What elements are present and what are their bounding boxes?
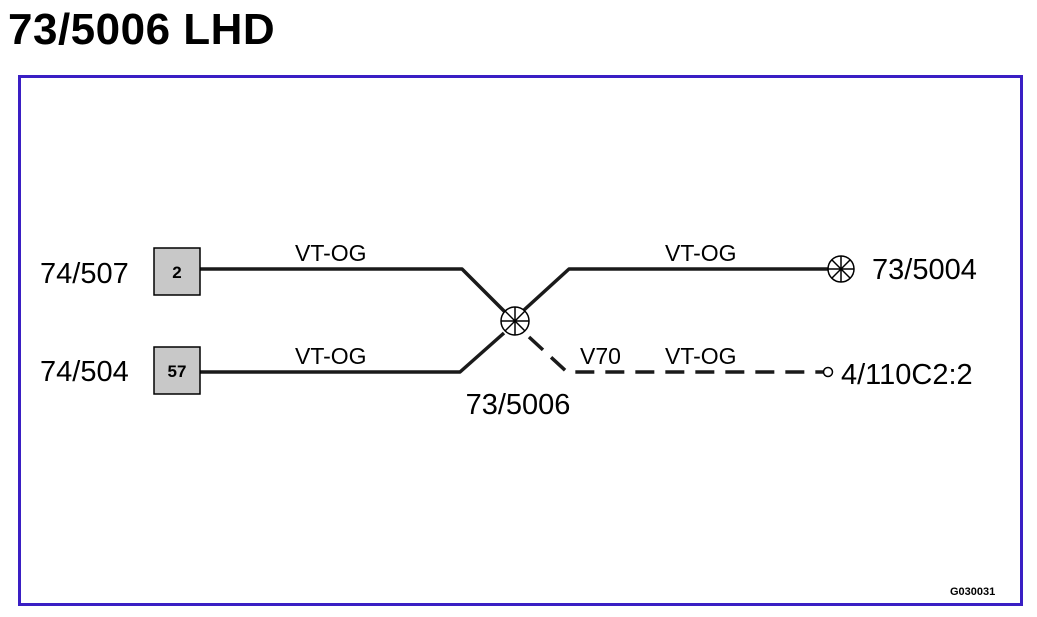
- wire-splice-to-terminal-dashed: [527, 335, 823, 374]
- wire-color-code: VT-OG: [295, 343, 367, 369]
- splice-point-icon: [500, 306, 530, 336]
- diagram-frame: [18, 75, 1023, 606]
- connector-pin-number: 2: [172, 263, 181, 282]
- wire-splice-to-73-5004: [522, 267, 828, 312]
- terminal-label: 4/110C2:2: [841, 359, 973, 391]
- wire-option-code: V70: [580, 343, 621, 369]
- connector-label: 74/507: [40, 258, 129, 290]
- figure-code: G030031: [950, 586, 995, 598]
- connector-pin-number: 57: [168, 362, 187, 381]
- wire-74-507-to-splice: [200, 267, 507, 314]
- ground-label: 73/5004: [872, 254, 977, 286]
- connector-74-507: 2: [153, 247, 201, 296]
- splice-label: 73/5006: [466, 389, 571, 421]
- connector-74-504: 57: [153, 346, 201, 395]
- wire-color-code: VT-OG: [665, 240, 737, 266]
- page-title: 73/5006 LHD: [8, 5, 276, 54]
- terminal-open-circle-icon: [822, 366, 834, 378]
- ground-point-icon: [827, 255, 855, 283]
- wire-color-code: VT-OG: [665, 343, 737, 369]
- wire-color-code: VT-OG: [295, 240, 367, 266]
- connector-label: 74/504: [40, 356, 129, 388]
- wire-74-504-to-splice: [200, 331, 506, 374]
